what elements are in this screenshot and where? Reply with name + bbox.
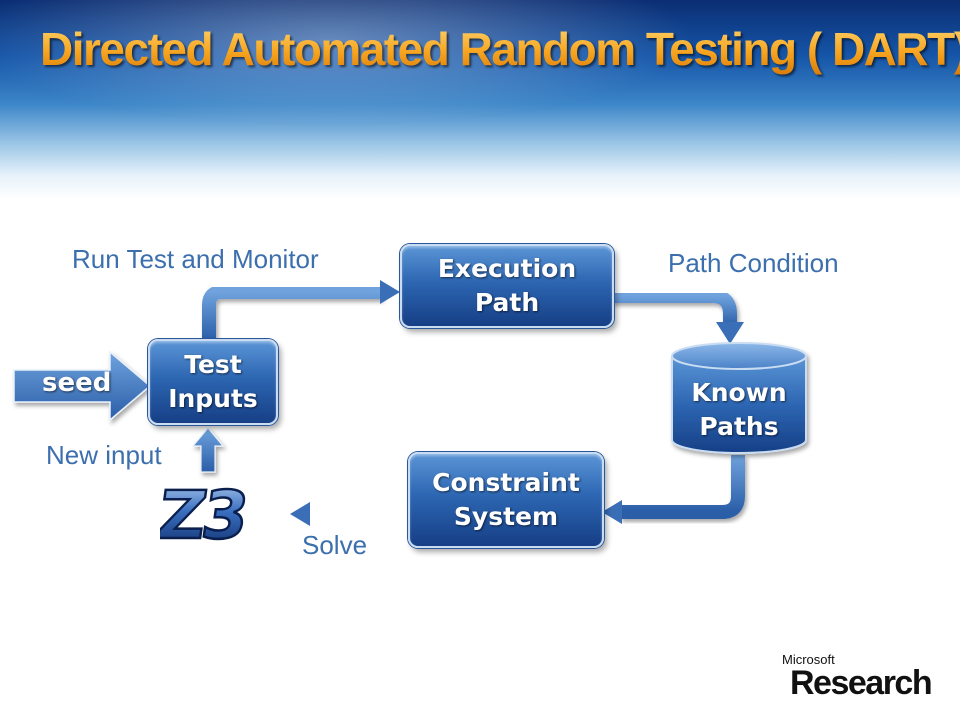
- slide-title: Directed Automated Random Testing ( DART…: [40, 22, 960, 76]
- known-to-constraint-arrowhead: [602, 500, 622, 524]
- solve-arrowhead: [290, 502, 310, 526]
- seed-label: seed: [42, 368, 112, 398]
- known-paths-cylinder: [671, 342, 807, 454]
- seed-arrow: [13, 350, 152, 422]
- path-condition-connector: [612, 289, 737, 326]
- known-to-constraint-connector: [620, 455, 745, 519]
- execution-path-box: Execution Path: [400, 244, 614, 328]
- known-paths-label: Known Paths: [691, 378, 787, 441]
- solve-label: Solve: [302, 530, 368, 560]
- path-condition-label: Path Condition: [668, 248, 839, 278]
- header-glow: [0, 0, 960, 200]
- new-input-arrow: [191, 427, 225, 473]
- path-condition-arrowhead: [716, 322, 744, 344]
- test-inputs-box: Test Inputs: [148, 339, 278, 425]
- new-input-label: New input: [46, 440, 162, 470]
- run-test-arrowhead: [380, 280, 400, 304]
- run-test-label: Run Test and Monitor: [72, 244, 319, 274]
- microsoft-research-logo: Microsoft Research: [782, 652, 942, 702]
- svg-text:Z3: Z3: [160, 476, 250, 548]
- run-test-connector: [202, 285, 382, 340]
- brand-big: Research: [790, 664, 933, 702]
- constraint-system-box: Constraint System: [408, 452, 604, 548]
- header-band: [0, 0, 960, 200]
- z3-logo: Z3: [160, 476, 251, 548]
- brand-small: Microsoft: [782, 652, 835, 667]
